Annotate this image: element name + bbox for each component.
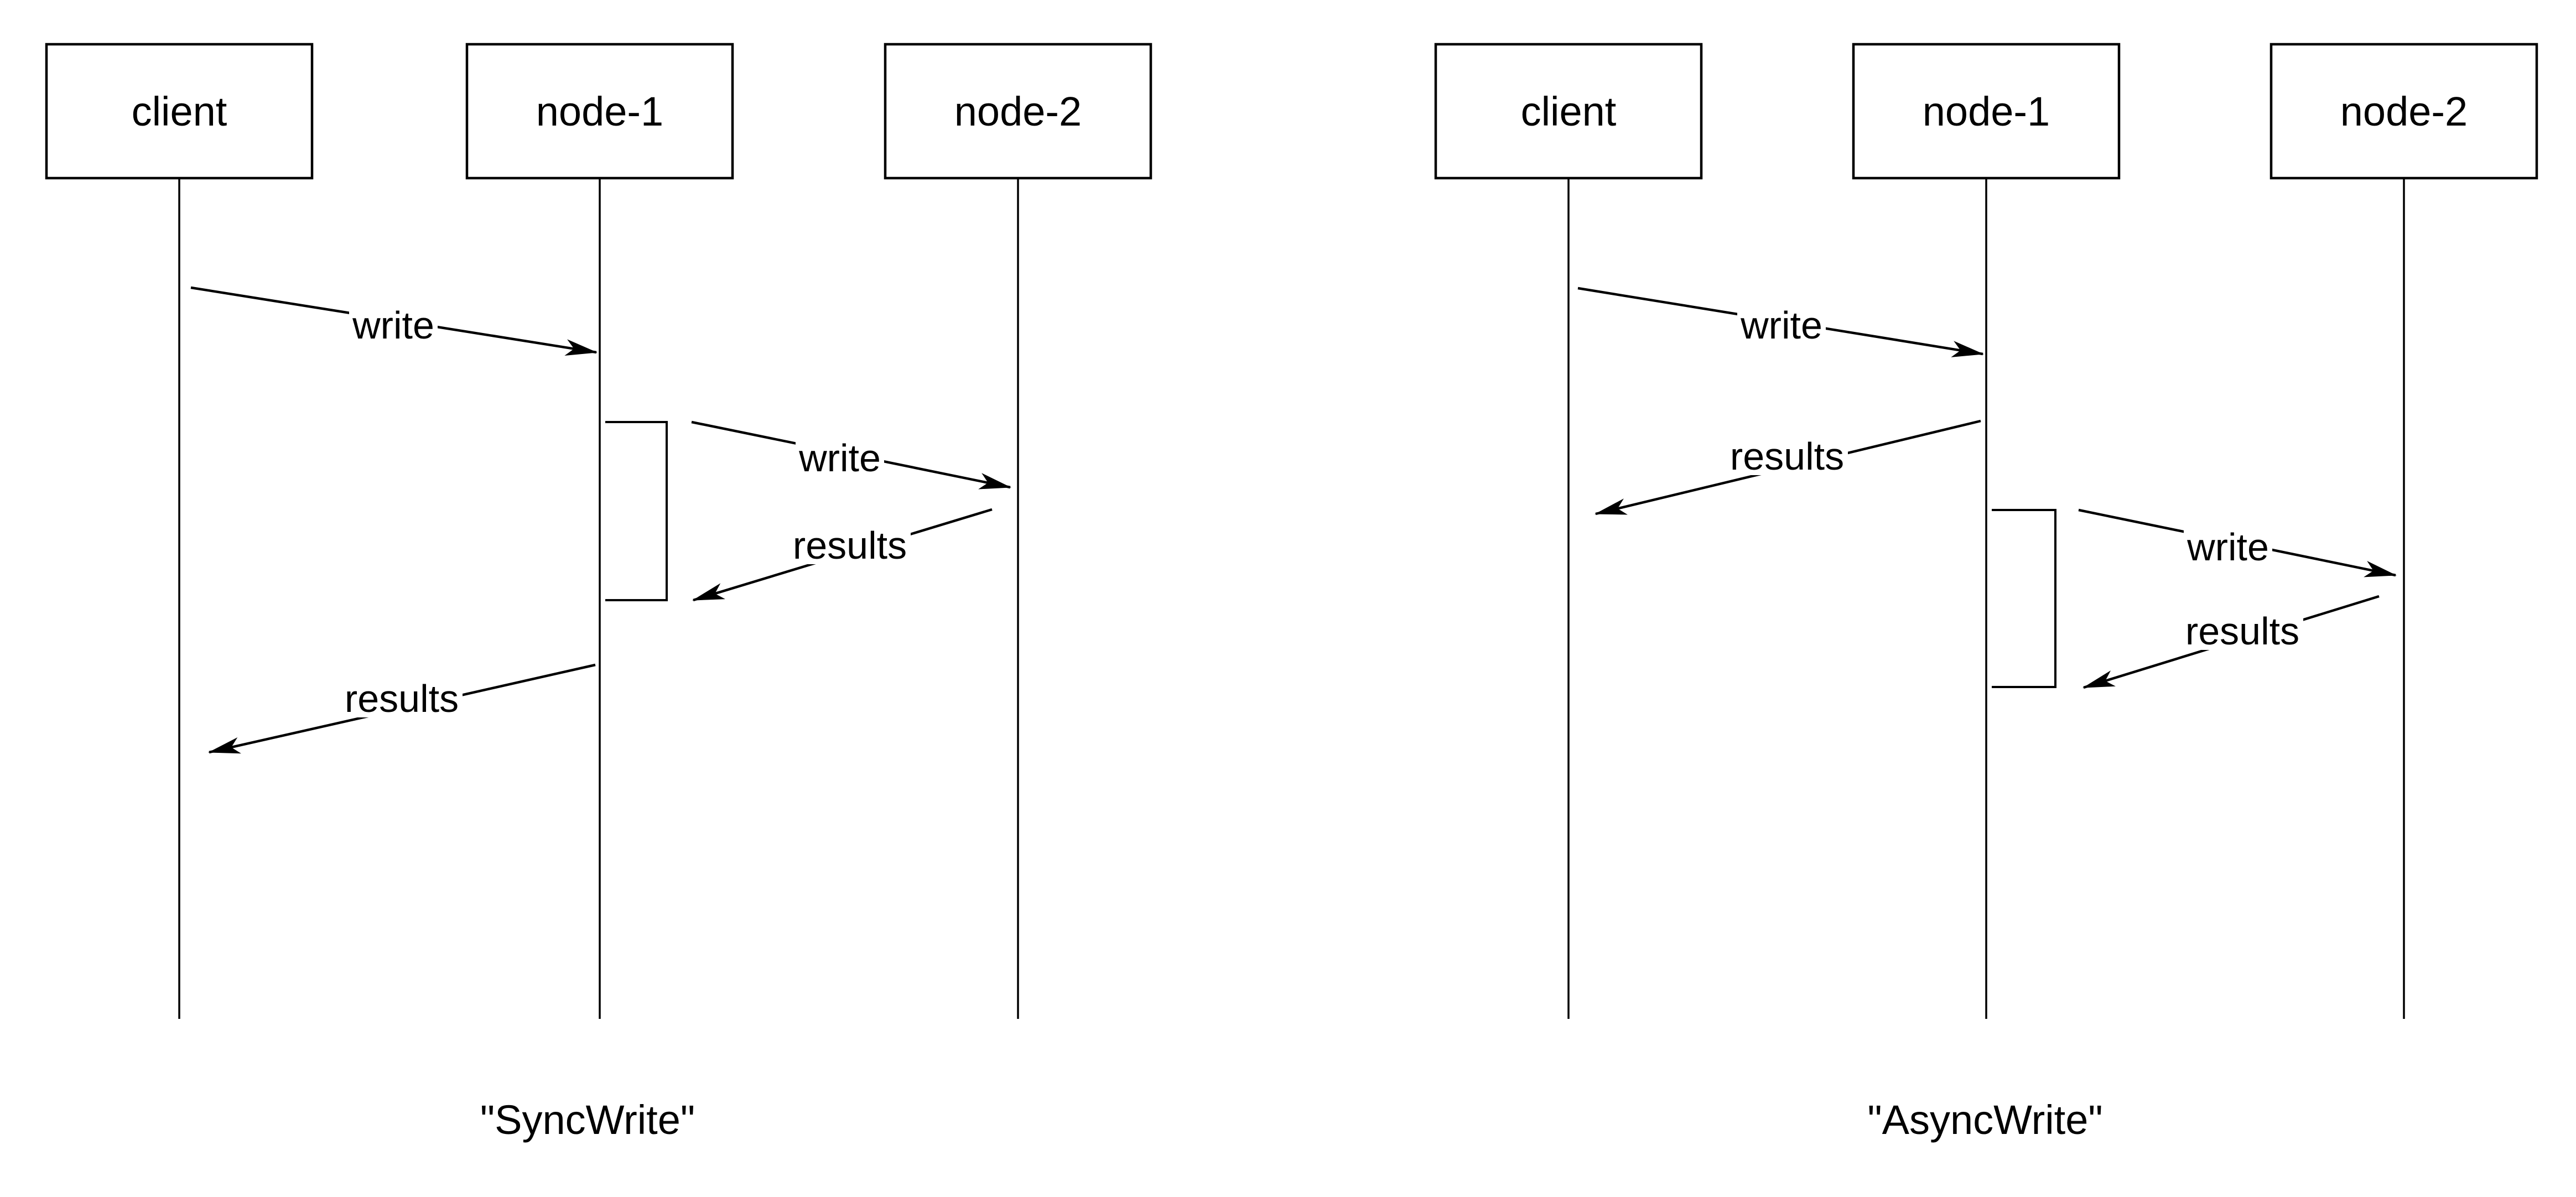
diagram-caption-asyncwrite: "AsyncWrite"	[1867, 1097, 2102, 1143]
message-label-results-2: results	[345, 677, 459, 720]
message-label-bg	[2184, 529, 2272, 566]
message-label-results-2: results	[2185, 610, 2299, 653]
message-label-bg	[789, 528, 911, 564]
diagram-syncwrite: client node-1 node-2 write write results…	[45, 43, 1152, 1143]
message-label-bg	[1737, 308, 1826, 344]
message-label-write-1: write	[1740, 304, 1822, 347]
message-label-bg	[796, 440, 884, 477]
actor-label-node-2: node-2	[954, 89, 1082, 134]
diagram-asyncwrite: client node-1 node-2 write results write…	[1434, 43, 2538, 1143]
message-label-bg	[341, 681, 463, 717]
actor-label-client: client	[132, 89, 227, 134]
actor-box-node-1	[1852, 43, 2121, 180]
activation-box-node-1	[1992, 509, 2056, 688]
message-label-write-2: write	[798, 436, 881, 480]
actor-box-node-1	[465, 43, 734, 180]
message-label-write-2: write	[2187, 525, 2269, 569]
actor-box-node-2	[2269, 43, 2538, 180]
message-label-bg	[349, 308, 438, 344]
actor-box-node-2	[884, 43, 1152, 180]
message-label-bg	[1726, 439, 1848, 475]
actor-box-client	[45, 43, 314, 180]
message-label-results-1: results	[793, 524, 907, 567]
activation-box-node-1	[605, 421, 668, 601]
diagram-caption-syncwrite: "SyncWrite"	[480, 1097, 695, 1143]
message-label-results-1: results	[1730, 435, 1844, 478]
actor-label-node-1: node-1	[536, 89, 663, 134]
message-label-bg	[2182, 613, 2303, 650]
actor-label-node-1: node-1	[1923, 89, 2050, 134]
message-label-write-1: write	[352, 304, 434, 347]
actor-box-client	[1434, 43, 1703, 180]
actor-label-client: client	[1521, 89, 1617, 134]
actor-label-node-2: node-2	[2340, 89, 2468, 134]
